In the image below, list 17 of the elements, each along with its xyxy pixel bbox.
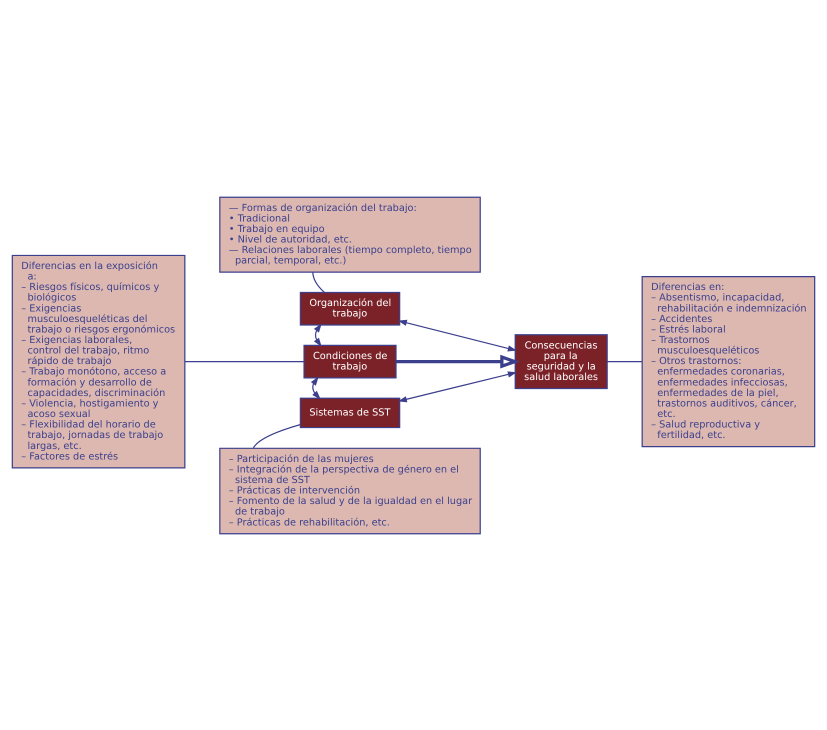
node-box: — Formas de organización del trabajo: • Tradicional • Trabajo en equipo • Nivel de autoridad, etc. — Relaciones laborales (tiempo completo, tiempo parcial, temporal, etc.) xyxy=(219,196,481,272)
node-box: – Participación de las mujeres – Integración de la perspectiva de género en el sistema de SST – Prácticas de intervención – Fomento de la salud y de la igualdad en el lugar de trabajo – Prácticas de rehabilitación, etc. xyxy=(219,447,481,534)
connector xyxy=(312,272,325,292)
connector xyxy=(252,424,300,448)
node-box: Consecuencias para la seguridad y la salud laborales xyxy=(514,334,608,389)
connector xyxy=(185,360,304,362)
arrow xyxy=(398,319,517,351)
node-box: Diferencias en la exposición a: – Riesgos físicos, químicos y biológicos – Exigencias musculoesqueléticas del trabajo o riesgos ergonómicos – Exigencias laborales, control del trabajo, ritmo rápido de trabajo – Trabajo monótono, acceso a formación y desarrollo de capacidades, discriminación – Violencia, hostigamiento y acoso sexual – Flexibilidad del horario de trabajo, jornadas de trabajo largas, etc. – Factores de estrés xyxy=(12,254,186,468)
arrow xyxy=(396,354,520,368)
arrow xyxy=(310,376,321,399)
node-box: Condiciones de trabajo xyxy=(303,344,397,378)
arrow xyxy=(314,323,322,346)
node-box: Organización del trabajo xyxy=(300,291,400,326)
connector xyxy=(607,360,642,362)
arrow xyxy=(398,370,517,402)
node-box: Diferencias en: – Absentismo, incapacidad, rehabilitación e indemnización – Accidentes – Estrés laboral – Trastornos musculoesqueléticos – Otros trastornos: enfermedades coronarias, enfermedades infecciosas, enfermedades de la piel, trastornos auditivos, cáncer, etc. – Salud reproductiva y fertilidad, etc. xyxy=(642,275,816,447)
node-box: Sistemas de SST xyxy=(300,397,400,428)
